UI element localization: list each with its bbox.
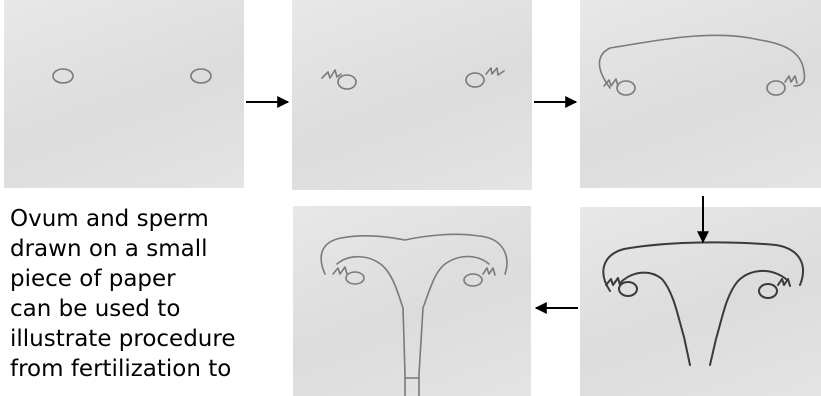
panel-step-3-arch xyxy=(580,0,821,188)
panel-step-4-complete-uterus xyxy=(293,206,531,396)
sperm-right xyxy=(785,76,797,83)
caption-line: can be used to xyxy=(10,294,285,324)
uterus-tubes-sketch xyxy=(580,207,821,396)
sperm-right xyxy=(778,279,790,286)
arch-sketch xyxy=(580,0,821,188)
ovum-right xyxy=(464,274,482,286)
caption-text: Ovum and sperm drawn on a small piece of… xyxy=(10,204,285,396)
uterine-arch xyxy=(599,35,804,88)
caption-line: piece of paper xyxy=(10,264,285,294)
ova-sperm-sketch xyxy=(292,0,532,190)
ovum-left xyxy=(619,282,637,296)
uterus-left-wall xyxy=(620,273,690,365)
sperm-left xyxy=(322,70,341,78)
panel-step-5-uterus-tubes xyxy=(580,207,821,396)
vagina xyxy=(405,374,419,396)
ovum-right xyxy=(466,73,484,87)
sperm-left xyxy=(606,278,620,285)
uterine-arch xyxy=(321,234,507,274)
sperm-right xyxy=(483,268,495,275)
uterus-right-wall xyxy=(419,257,489,375)
caption-line: drawn on a small xyxy=(10,234,285,264)
ovum-right xyxy=(767,81,785,95)
ovum-left xyxy=(53,69,73,83)
ovum-left xyxy=(338,75,356,89)
panel-step-1-ova xyxy=(4,0,244,188)
sperm-left xyxy=(333,267,347,274)
caption-line: from fertilization to xyxy=(10,354,285,384)
ovum-left xyxy=(346,272,364,284)
ova-sketch xyxy=(4,0,244,188)
caption-line: illustrate procedure xyxy=(10,324,285,354)
ovum-right xyxy=(759,284,777,298)
ovum-right xyxy=(191,69,211,83)
sperm-left xyxy=(604,79,618,86)
sperm-right xyxy=(486,68,504,75)
caption-line: Ovum and sperm xyxy=(10,204,285,234)
complete-uterus-sketch xyxy=(293,206,531,396)
panel-step-2-ova-sperm xyxy=(292,0,532,190)
ovum-left xyxy=(617,81,635,95)
